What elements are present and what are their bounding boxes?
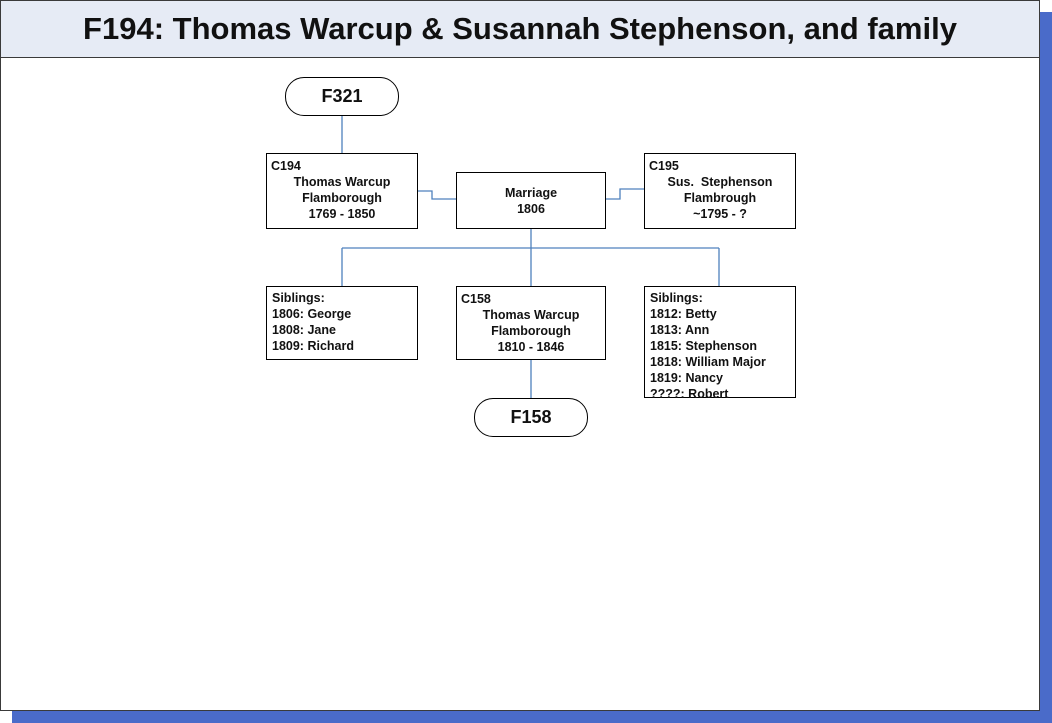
wife-id: C195	[649, 159, 679, 173]
connector-wife-to-marriage	[606, 188, 644, 200]
list-item: 1813: Ann	[650, 323, 710, 337]
connector-lines	[341, 115, 720, 398]
list-item: 1819: Nancy	[650, 371, 723, 385]
marriage-label: Marriage	[504, 185, 558, 200]
list-item: 1818: William Major	[650, 355, 766, 369]
page-title: F194: Thomas Warcup & Susannah Stephenso…	[83, 11, 957, 46]
child-box[interactable]: C158 Thomas Warcup Flamborough 1810 - 18…	[456, 286, 606, 360]
family-link-f158[interactable]: F158	[474, 398, 588, 437]
connector-husband-to-marriage	[418, 190, 456, 200]
marriage-year: 1806	[517, 201, 545, 216]
siblings-right-box[interactable]: Siblings: 1812: Betty 1813: Ann 1815: St…	[644, 286, 796, 401]
list-item: 1808: Jane	[272, 323, 336, 337]
diagram-page: F194: Thomas Warcup & Susannah Stephenso…	[0, 0, 1040, 711]
child-dates: 1810 - 1846	[497, 340, 565, 354]
siblings-right-heading: Siblings:	[650, 291, 703, 305]
list-item: 1815: Stephenson	[650, 339, 757, 353]
list-item: 1812: Betty	[650, 307, 717, 321]
husband-id: C194	[271, 159, 301, 173]
list-item: ????: Robert	[650, 387, 729, 401]
wife-dates: ~1795 - ?	[693, 207, 747, 221]
wife-name: Sus. Stephenson	[667, 175, 773, 189]
husband-dates: 1769 - 1850	[308, 207, 376, 221]
wife-place: Flambrough	[683, 191, 757, 205]
family-link-f321[interactable]: F321	[285, 77, 399, 116]
marriage-box[interactable]: Marriage 1806	[456, 172, 606, 229]
husband-box[interactable]: C194 Thomas Warcup Flamborough 1769 - 18…	[266, 153, 418, 229]
wife-box[interactable]: C195 Sus. Stephenson Flambrough ~1795 - …	[644, 153, 796, 229]
family-link-f158-label: F158	[510, 407, 552, 427]
siblings-left-box[interactable]: Siblings: 1806: George 1808: Jane 1809: …	[266, 286, 418, 360]
list-item: 1806: George	[272, 307, 352, 321]
child-name: Thomas Warcup	[482, 308, 580, 322]
title-bar: F194: Thomas Warcup & Susannah Stephenso…	[1, 1, 1039, 58]
list-item: 1809: Richard	[272, 339, 354, 353]
child-id: C158	[461, 292, 491, 306]
husband-name: Thomas Warcup	[293, 175, 391, 189]
husband-place: Flamborough	[302, 191, 382, 205]
child-place: Flamborough	[491, 324, 571, 338]
siblings-left-heading: Siblings:	[272, 291, 325, 305]
family-link-f321-label: F321	[321, 86, 363, 106]
